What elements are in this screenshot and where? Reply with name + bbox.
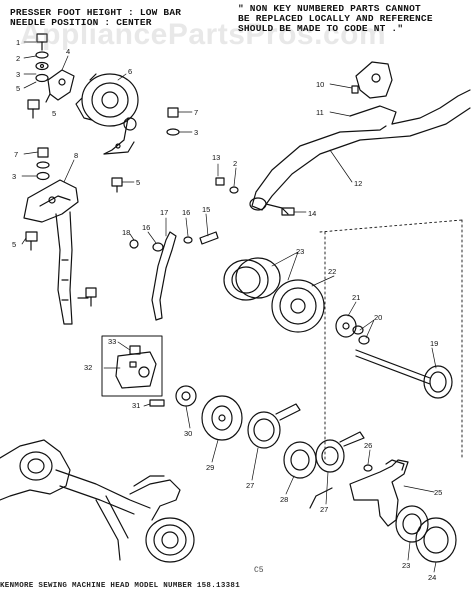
label-20: 20 [374,313,382,322]
header-right-line3: SHOULD BE MADE TO CODE NT ." [238,23,404,34]
label-31: 31 [132,401,140,410]
label-1: 1 [16,38,20,47]
lifter-arm [215,61,471,216]
tension-screws [111,107,180,193]
screw-stack-top-left [27,33,49,119]
presser-foot [23,179,97,325]
header-left-line2: NEEDLE POSITION : CENTER [10,17,152,28]
presser-bar-bracket [45,69,75,103]
label-27: 27 [246,481,254,490]
page-code: C5 [254,566,264,575]
label-28: 28 [280,495,288,504]
label-3c: 3 [12,172,16,181]
label-22: 22 [328,267,336,276]
label-19: 19 [430,339,438,348]
header-right-line2: BE REPLACED LOCALLY AND REFERENCE [238,13,433,24]
label-3b: 3 [194,128,198,137]
label-25: 25 [434,488,442,497]
label-17: 17 [160,208,168,217]
screw-stack-left [25,147,50,251]
label-18: 18 [122,228,130,237]
header-left-line1: PRESSER FOOT HEIGHT : LOW BAR [10,7,182,18]
label-21: 21 [352,293,360,302]
label-29: 29 [206,463,214,472]
header-right-line1: " NON KEY NUMBERED PARTS CANNOT [238,3,421,14]
label-12: 12 [354,179,362,188]
lever-assembly [129,231,219,321]
footer-model-line: KENMORE SEWING MACHINE HEAD MODEL NUMBER… [0,582,241,590]
label-5: 5 [16,84,20,93]
label-5c: 5 [136,178,140,187]
label-7b: 7 [14,150,18,159]
leader-lines [21,41,437,573]
label-23b: 23 [402,561,410,570]
cam-stack-left [149,385,243,441]
label-10: 10 [316,80,324,89]
label-23: 23 [296,247,304,256]
label-15: 15 [202,205,210,214]
label-3: 3 [16,70,20,79]
label-33: 33 [108,337,116,346]
guide-lines [319,219,463,461]
label-32: 32 [84,363,92,372]
label-5d: 5 [12,240,16,249]
label-30: 30 [184,429,192,438]
label-5b: 5 [52,109,56,118]
label-16: 16 [142,223,150,232]
pattern-cams [223,257,453,399]
label-2b: 2 [233,159,237,168]
label-7: 7 [194,108,198,117]
label-26: 26 [364,441,372,450]
lower-right-arm [309,459,457,563]
label-6: 6 [128,67,132,76]
label-16b: 16 [182,208,190,217]
label-27b: 27 [320,505,328,514]
label-4: 4 [66,47,70,56]
label-8: 8 [74,151,78,160]
part-labels: 1 2 3 4 5 5 6 7 3 5 7 8 3 5 10 11 12 13 … [12,38,442,582]
label-24: 24 [428,573,436,582]
label-2: 2 [16,54,20,63]
bottom-left-assembly [0,439,195,563]
washer-cams [247,403,373,479]
label-11: 11 [316,108,324,117]
label-14: 14 [308,209,316,218]
tension-assembly [75,73,139,155]
label-13: 13 [212,153,220,162]
